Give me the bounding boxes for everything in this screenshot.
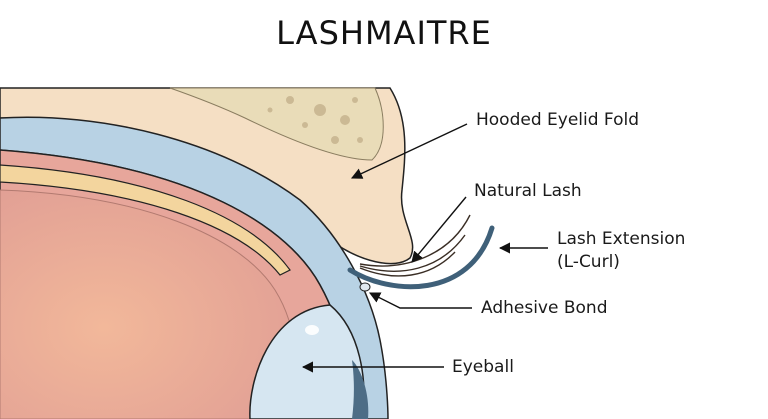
natural-lashes (359, 214, 471, 277)
label-adhesive-bond: Adhesive Bond (481, 298, 608, 318)
bone (169, 87, 384, 161)
label-lash-extension: Lash Extension (557, 229, 686, 249)
adhesive-blob (359, 282, 371, 292)
fat-layer (0, 164, 291, 276)
bone-texture (267, 96, 363, 144)
label-eyeball: Eyeball (452, 357, 514, 377)
lash-extension-shape (347, 225, 495, 290)
label-natural-lash: Natural Lash (474, 181, 582, 201)
label-lash-extension-curl: (L-Curl) (557, 252, 620, 272)
label-hooded-eyelid-fold: Hooded Eyelid Fold (476, 110, 640, 130)
leader-lines (301, 123, 548, 373)
page-title: LASHMAITRE (276, 14, 492, 52)
